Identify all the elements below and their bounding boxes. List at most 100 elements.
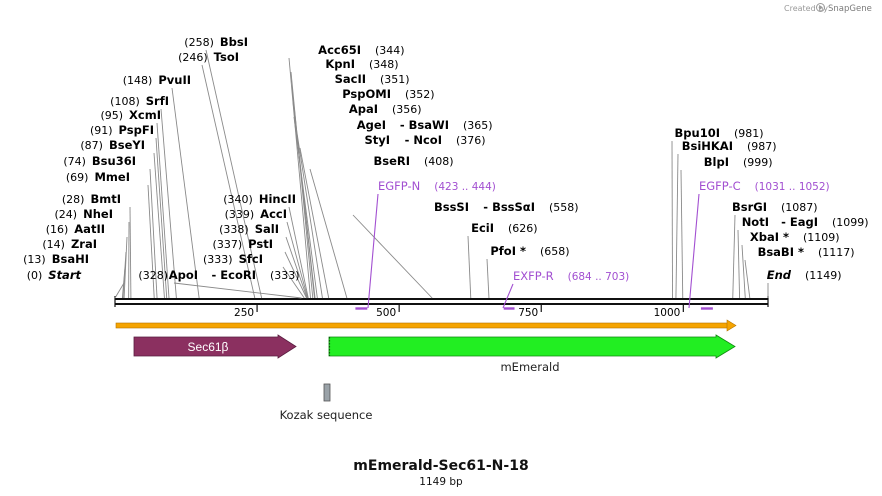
site-bsu36i: Bsu36I(74) [63, 154, 136, 168]
site-agei: AgeI [357, 118, 386, 132]
site-line-tsoi [201, 64, 256, 299]
site-pvuii: PvuII(148) [123, 73, 191, 87]
site-line-start [114, 282, 125, 299]
site-pos-apoi: (328) [138, 269, 168, 282]
site-bseyi: BseYI(87) [80, 138, 145, 152]
site-bsss-i: - BssSαI(558) [483, 200, 578, 214]
site-line-blpi [680, 169, 684, 299]
site-bmti: BmtI(28) [62, 192, 121, 206]
site-line-pspfi [155, 137, 168, 299]
site-name-eagi: - EagI [781, 215, 818, 229]
site-name-bsu36i: Bsu36I [92, 154, 136, 168]
site-line-acc65i [288, 57, 311, 299]
site-line-ecii [467, 235, 472, 299]
site-name-xbai: XbaI * [750, 230, 789, 244]
map-length: 1149 bp [419, 476, 463, 488]
site-pos-bpu10i: (981) [734, 127, 764, 140]
site-blpi: BlpI(999) [704, 155, 773, 169]
site-sfci: SfcI(333) [203, 252, 263, 266]
orf-arrow [115, 319, 737, 332]
site-name-mmei: MmeI [94, 170, 130, 184]
site-name-ecori: - EcoRI [212, 268, 256, 282]
site-line-pvuii [171, 87, 200, 299]
site-name-pfoi: PfoI * [490, 244, 526, 258]
site-name-bbsi: BbsI [220, 35, 248, 49]
site-styi: StyI [364, 133, 390, 147]
site-name-pspfi: PspFI [119, 123, 154, 137]
site-pos-pspfi: (91) [90, 124, 113, 137]
site-name-sali: SalI [255, 222, 279, 236]
site-line-mmei [147, 184, 155, 299]
site-name-bmti: BmtI [90, 192, 121, 206]
memerald-label: mEmerald [500, 360, 559, 374]
site-name-aatii: AatII [74, 222, 105, 236]
site-line-xbai [741, 244, 746, 299]
primer-name-egfp-c: EGFP-C [699, 179, 741, 193]
site-line-bsihkai [675, 153, 679, 299]
site-line-pfoi [486, 258, 490, 299]
site-aatii: AatII(16) [46, 222, 105, 236]
site-bsabi: BsaBI *(1117) [758, 245, 855, 259]
site-name-zrai: ZraI [71, 237, 97, 251]
site-pos-xcmi: (95) [100, 109, 123, 122]
site-pos-start: (0) [27, 269, 43, 282]
site-line-bsssi [352, 214, 433, 299]
primer-range-egfp-c: (1031 .. 1052) [755, 181, 830, 193]
site-line-acci [286, 221, 309, 299]
site-line-sali [285, 236, 308, 299]
site-line-aatii [123, 236, 128, 299]
site-pos-ncoi: (376) [456, 134, 486, 147]
backbone [114, 296, 769, 307]
site-bsrgi: BsrGI(1087) [732, 200, 818, 214]
snapgene-icon [816, 3, 825, 12]
site-pos-hincii: (340) [223, 193, 253, 206]
site-apoi: (328)ApoI [138, 268, 198, 282]
site-name-bsihkai: BsiHKAI [682, 139, 733, 153]
site-pos-bsihkai: (987) [747, 140, 777, 153]
site-start: Start(0) [27, 268, 82, 282]
site-line-bmti [129, 206, 132, 299]
site-line-bsrgi [732, 214, 736, 299]
site-name-ncoi: - NcoI [405, 133, 442, 147]
site-pos-bsawi: (365) [463, 119, 493, 132]
site-name-nhei: NheI [83, 207, 113, 221]
site-pos-mmei: (69) [66, 171, 89, 184]
site-pos-bsrgi: (1087) [781, 201, 818, 214]
site-sali: SalI(338) [219, 222, 279, 236]
site-bpu10i: Bpu10I(981) [675, 126, 764, 140]
site-line-apai [293, 116, 318, 299]
site-name-srfi: SrfI [146, 94, 169, 108]
tick-label-250: 250 [234, 307, 254, 319]
primer-egfp-c: EGFP-C (1031 .. 1052) [688, 179, 830, 310]
site-bsssi: BssSI [434, 200, 469, 214]
site-pspomi: PspOMI(352) [342, 87, 434, 101]
site-pos-kpni: (348) [369, 58, 399, 71]
site-line-bsu36i [149, 168, 158, 299]
site-pos-acci: (339) [225, 208, 255, 221]
site-apai: ApaI(356) [349, 102, 422, 116]
kozak-label: Kozak sequence [280, 408, 373, 422]
site-nhei: NheI(24) [55, 207, 113, 221]
site-name-apai: ApaI [349, 102, 378, 116]
site-line-srfi [160, 108, 177, 299]
site-name-bsabi: BsaBI * [758, 245, 804, 259]
site-ecii: EciI(626) [471, 221, 538, 235]
site-pos-pfoi: (658) [540, 245, 570, 258]
site-name-bsssi: BssSI [434, 200, 469, 214]
primers: EGFP-N(423 .. 444)EXFP-R(684 .. 703)EGFP… [355, 179, 830, 310]
site-name-pvuii: PvuII [158, 73, 191, 87]
site-name-bsss-i: - BssSαI [483, 200, 535, 214]
site-end: End(1149) [767, 268, 842, 282]
site-labels: Start(0)BsaHI(13)ZraI(14)AatII(16)NheI(2… [23, 35, 868, 282]
site-pos-sacii: (351) [380, 73, 410, 86]
credit-text: Created by [784, 4, 828, 13]
site-pos-xbai: (1109) [803, 231, 840, 244]
site-pos-acc65i: (344) [375, 44, 405, 57]
site-bsahi: BsaHI(13) [23, 252, 89, 266]
site-name-blpi: BlpI [704, 155, 729, 169]
site-name-agei: AgeI [357, 118, 386, 132]
primer-exfp-r: EXFP-R(684 .. 703) [502, 269, 629, 310]
site-line-noti [737, 229, 741, 299]
site-name-bsawi: - BsaWI [400, 118, 449, 132]
site-eagi: - EagI(1099) [781, 215, 868, 229]
